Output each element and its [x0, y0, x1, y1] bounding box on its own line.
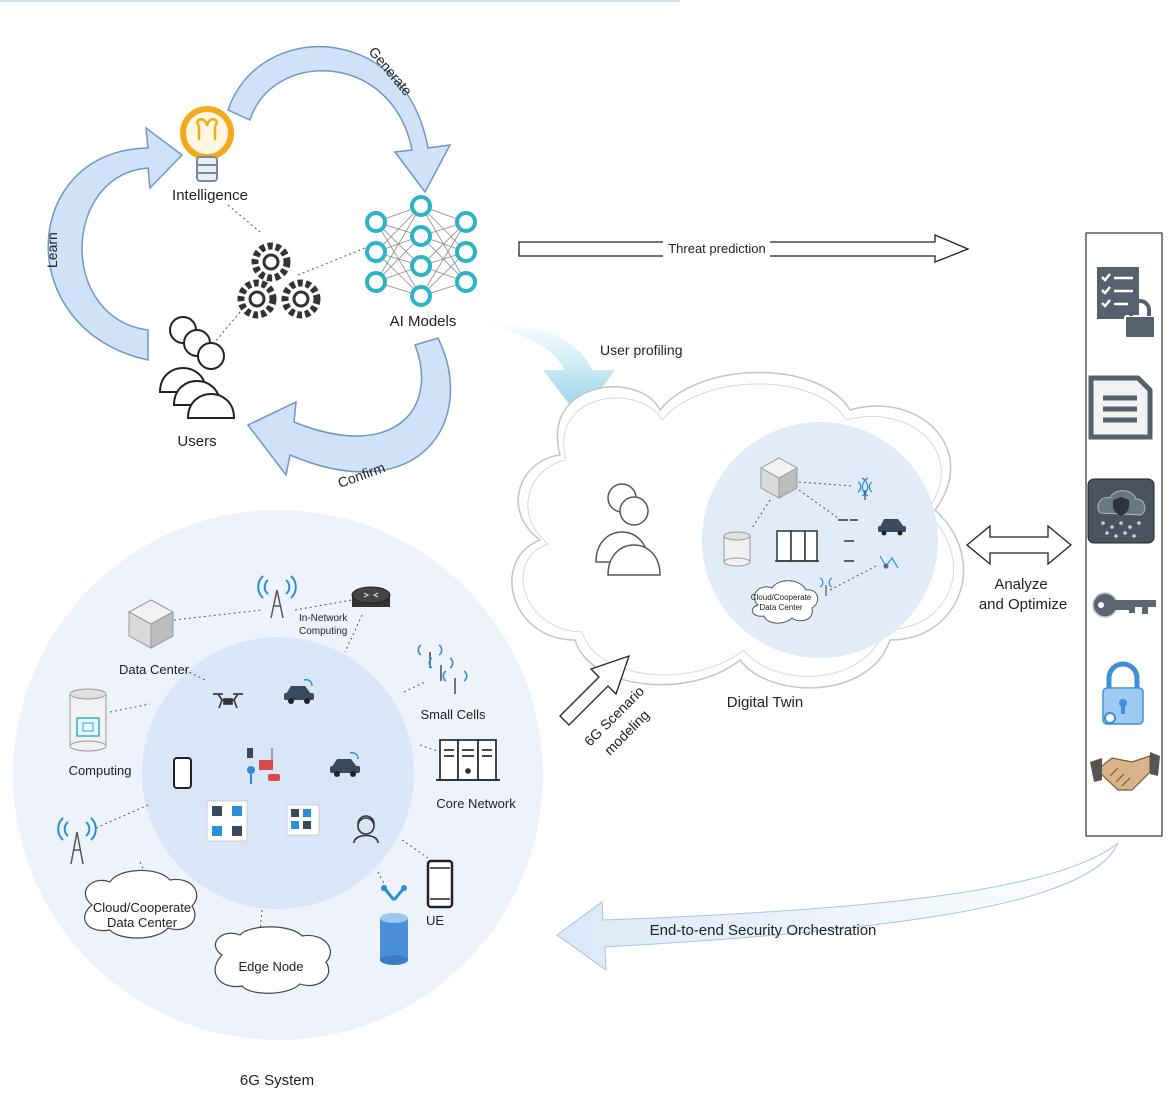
lightbulb-icon: [180, 106, 234, 182]
digital-twin: Cloud/Cooperate Data Center Digital Twin: [511, 371, 965, 711]
ue-label: UE: [426, 913, 444, 928]
twin-cloud-line2: Data Center: [759, 603, 802, 612]
neural-network-icon: [365, 195, 477, 307]
generate-arrow: [227, 45, 452, 194]
users-label: Users: [177, 433, 216, 450]
learn-label: Learn: [44, 232, 60, 268]
twin-devices-icon: [879, 555, 899, 569]
confirm-arrow: [246, 337, 452, 477]
6g-system-label: 6G System: [240, 1072, 314, 1089]
smart-city-icon: [247, 748, 280, 784]
twin-server-icon: [759, 457, 799, 499]
document-icon: [1088, 375, 1153, 440]
cloud-datacenter-icon: [84, 869, 198, 939]
industry-icon: [206, 800, 248, 842]
computing-icon: [69, 688, 107, 752]
twin-core-network-icon: [775, 530, 819, 562]
edge-node-label: Edge Node: [238, 959, 303, 974]
small-cells-label: Small Cells: [420, 707, 486, 722]
twin-tower-icon: [857, 477, 873, 500]
ai-loop: Generate Learn Confirm Intelligence: [44, 44, 477, 491]
twin-users-icon: [595, 483, 661, 576]
security-panel: [1085, 232, 1163, 837]
car-icon: [284, 678, 314, 704]
operator-icon: [353, 815, 379, 844]
user-profiling-arrow: User profiling: [478, 322, 682, 418]
padlock-icon: [1102, 661, 1144, 725]
ai-models-label: AI Models: [390, 313, 457, 330]
tower-icon: [257, 575, 297, 619]
key-icon: [1092, 592, 1156, 618]
users-icon: [158, 316, 236, 419]
6g-system: Data Center In-Network Computing Small C…: [13, 510, 543, 1089]
data-center-label: Data Center: [119, 662, 190, 677]
twin-cloud-line1: Cloud/Cooperate: [751, 593, 812, 602]
small-cells-icon: [417, 644, 468, 694]
threat-prediction-arrow: Threat prediction: [518, 234, 970, 263]
in-network-label-1: In-Network: [299, 613, 348, 624]
smartphone-icon: [173, 757, 192, 789]
orchestration-arrow: End-to-end Security Orchestration: [556, 842, 1119, 972]
cloud-label-2: Data Center: [107, 915, 178, 930]
twin-storage-icon: [723, 531, 751, 567]
digital-twin-label: Digital Twin: [727, 694, 803, 711]
cloud-label-1: Cloud/Cooperate: [93, 900, 191, 915]
ue-phone-icon: [426, 859, 454, 909]
twin-car-icon: [878, 519, 906, 536]
core-network-icon: [436, 739, 500, 781]
user-profiling-label: User profiling: [600, 342, 682, 358]
cloud-shield-icon: [1087, 478, 1155, 544]
computing-label: Computing: [69, 763, 132, 778]
iot-icon: [286, 804, 320, 836]
data-center-icon: [127, 599, 175, 649]
edge-node-icon: [214, 926, 331, 994]
checklist-lock-icon: [1097, 267, 1156, 339]
in-network-label-2: Computing: [299, 626, 347, 637]
intelligence-label: Intelligence: [172, 187, 248, 204]
learn-arrow: [47, 126, 184, 361]
analyze-optimize-arrow: Analyze and Optimize: [965, 524, 1073, 613]
car-icon-2: [330, 751, 360, 777]
orchestration-label: End-to-end Security Orchestration: [650, 922, 877, 939]
analyze-label-2: and Optimize: [979, 596, 1067, 613]
analyze-label-1: Analyze: [994, 576, 1047, 593]
twin-drone-icon: [838, 519, 858, 562]
handshake-icon: [1090, 752, 1160, 791]
threat-prediction-label: Threat prediction: [668, 241, 766, 256]
twin-cloud-icon: [751, 580, 819, 624]
storage-icon: [380, 885, 408, 965]
core-network-label: Core Network: [436, 796, 516, 811]
gears-icon: [237, 242, 321, 319]
router-icon: [351, 586, 391, 607]
twin-tower-icon-2: [819, 577, 833, 596]
tower-icon-left: [57, 817, 97, 865]
drone-icon: [213, 693, 243, 709]
